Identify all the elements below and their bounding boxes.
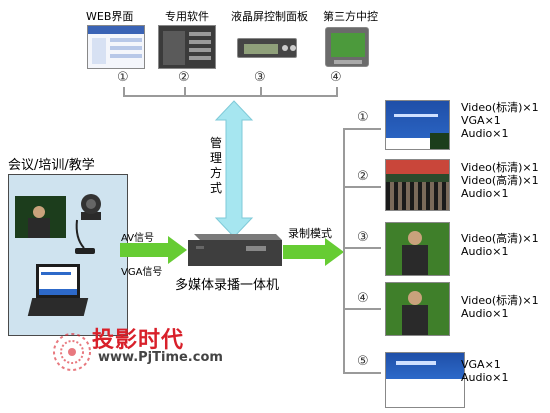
mode-number-5: ⑤ (357, 354, 369, 369)
laptop-icon (27, 264, 89, 318)
mode-number-4: ④ (357, 291, 369, 306)
mode-number-3: ③ (357, 230, 369, 245)
central-control-thumbnail (325, 27, 369, 67)
control-label-software: 专用软件 (165, 10, 209, 23)
control-number-2: ② (178, 70, 190, 85)
mode-1-channels: Video(标清)×1 VGA×1 Audio×1 (461, 101, 539, 140)
pjtime-logo-icon (53, 333, 91, 371)
mode-bracket (343, 128, 345, 374)
mode-4-thumbnail (385, 282, 450, 336)
input-arrow (120, 236, 187, 264)
mode-number-2: ② (357, 169, 369, 184)
speaker-video (15, 196, 66, 238)
scene-title: 会议/培训/教学 (8, 158, 95, 173)
output-arrow (283, 238, 344, 266)
mode-3-thumbnail (385, 222, 450, 276)
device-label: 多媒体录播一体机 (175, 278, 280, 293)
control-label-lcd-panel: 液晶屏控制面板 (231, 10, 308, 23)
watermark-url: www.PjTime.com (98, 350, 223, 365)
microphone-icon (75, 219, 95, 254)
mode-1-thumbnail (385, 100, 450, 150)
vga-signal-label: VGA信号 (121, 267, 163, 278)
control-label-web: WEB界面 (86, 10, 134, 23)
lcd-panel-thumbnail (237, 38, 297, 58)
mode-number-1: ① (357, 110, 369, 125)
av-signal-label: AV信号 (121, 233, 155, 244)
web-interface-thumbnail (87, 25, 145, 69)
control-number-3: ③ (254, 70, 266, 85)
mode-3-channels: Video(高清)×1 Audio×1 (461, 232, 539, 258)
recorder-device (188, 234, 282, 266)
recording-mode-label: 录制模式 (288, 227, 332, 240)
watermark-brand: 投影时代 (92, 328, 185, 353)
mode-2-thumbnail (385, 159, 450, 211)
mode-2-channels: Video(标清)×1 Video(高清)×1 Audio×1 (461, 161, 539, 200)
control-number-1: ① (117, 70, 129, 85)
mode-4-channels: Video(标清)×1 Audio×1 (461, 294, 539, 320)
software-thumbnail (158, 25, 216, 69)
control-label-third-party: 第三方中控 (323, 10, 378, 23)
camera-icon (81, 194, 101, 220)
control-connector (123, 87, 125, 96)
mode-5-thumbnail (385, 352, 465, 408)
control-number-4: ④ (330, 70, 342, 85)
management-label: 管理方式 (210, 136, 223, 195)
mode-5-channels: VGA×1 Audio×1 (461, 358, 509, 384)
